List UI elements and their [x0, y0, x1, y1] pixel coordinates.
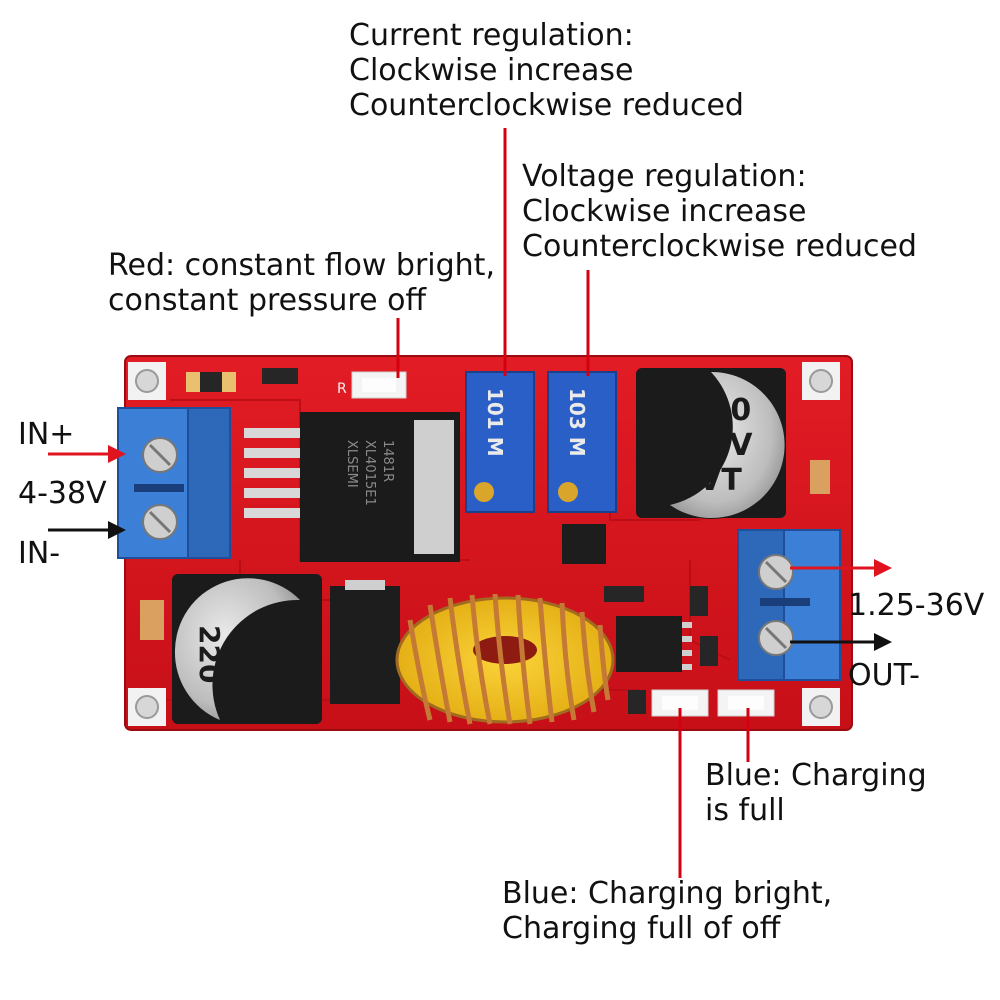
- red-led-label: Red: constant flow bright, constant pres…: [108, 248, 495, 318]
- capacitor-top: 220 50V VT: [636, 368, 786, 519]
- svg-text:XL4015E1: XL4015E1: [362, 440, 377, 506]
- svg-text:50V: 50V: [688, 428, 754, 463]
- control-chip: [616, 616, 692, 672]
- arrow-out-plus: [790, 559, 892, 577]
- svg-text:220: 220: [193, 625, 226, 683]
- svg-text:XLSEMI: XLSEMI: [344, 440, 359, 488]
- output-range-label: 1.25-36V: [848, 588, 985, 623]
- in-minus-label: IN-: [18, 536, 61, 571]
- blue-charging-label: Blue: Charging bright, Charging full of …: [502, 876, 833, 946]
- capacitor-bottom: 220 50V VT: [172, 574, 322, 724]
- arrow-in-minus: [48, 521, 126, 539]
- arrow-in-plus: [48, 445, 126, 463]
- transistor: [562, 524, 606, 564]
- xl4015-chip: XLSEMI XL4015E1 1481R: [244, 412, 460, 562]
- current-potentiometer: 101 M: [465, 371, 535, 513]
- svg-text:VT: VT: [263, 625, 296, 666]
- voltage-regulation-label: Voltage regulation: Clockwise increase C…: [522, 159, 917, 264]
- mounting-hole: [802, 688, 840, 726]
- svg-text:50V: 50V: [228, 625, 261, 686]
- mounting-hole: [128, 362, 166, 400]
- mounting-holes: [128, 362, 840, 726]
- current-regulation-label: Current regulation: Clockwise increase C…: [349, 18, 744, 123]
- voltage-potentiometer: 103 M: [547, 371, 617, 513]
- svg-text:R: R: [337, 381, 347, 397]
- out-minus-label: OUT-: [848, 658, 920, 693]
- smd-components: [140, 368, 830, 714]
- mounting-hole: [802, 362, 840, 400]
- callout-lines: [396, 128, 750, 878]
- schottky-diode: [330, 580, 400, 704]
- in-plus-label: IN+: [18, 417, 75, 452]
- svg-text:103 M: 103 M: [565, 388, 589, 457]
- svg-text:VT: VT: [698, 463, 742, 498]
- svg-text:1481R: 1481R: [380, 440, 395, 482]
- blue-led-full: [717, 689, 775, 717]
- mounting-hole: [128, 688, 166, 726]
- svg-text:220: 220: [689, 393, 752, 428]
- output-terminal-block: [737, 529, 841, 681]
- input-terminal-block: [117, 407, 231, 559]
- toroidal-inductor: [395, 593, 615, 725]
- arrow-out-minus: [790, 633, 892, 651]
- svg-text:101 M: 101 M: [483, 388, 507, 457]
- blue-full-label: Blue: Charging is full: [705, 758, 927, 828]
- input-range-label: 4-38V: [18, 476, 107, 511]
